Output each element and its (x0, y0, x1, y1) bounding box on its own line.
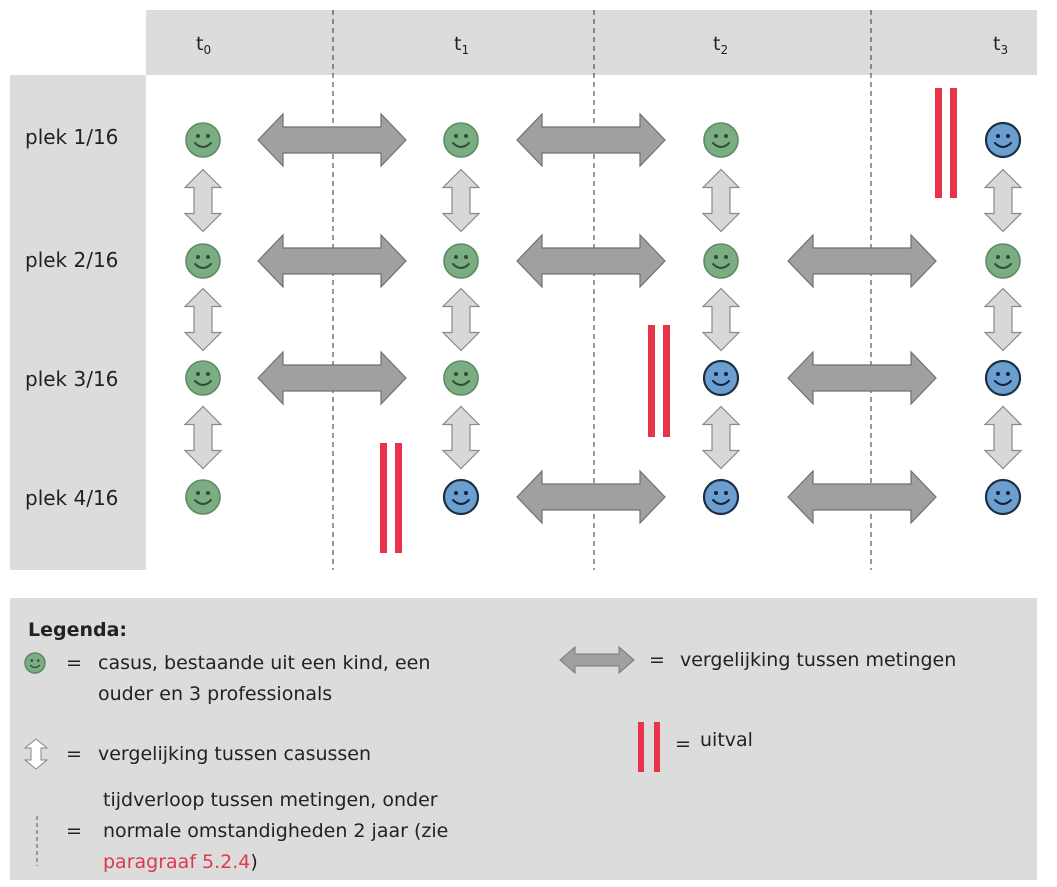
row-label-band (10, 75, 146, 570)
row-label: plek 3/16 (25, 367, 118, 391)
case-smiley-green-icon (185, 243, 221, 279)
case-smiley-blue-icon (702, 359, 740, 397)
case-smiley-green-icon (443, 360, 479, 396)
between-measurements-arrow (787, 233, 937, 289)
time-label-t0: t0 (196, 33, 211, 57)
case-smiley-blue-icon (984, 121, 1022, 159)
between-measurements-arrow (787, 469, 937, 525)
row-label: plek 4/16 (25, 486, 118, 510)
dropout-marker (648, 325, 670, 437)
between-cases-arrow (183, 287, 223, 352)
legend-eq: = (649, 649, 665, 671)
between-measurements-arrow (787, 350, 937, 406)
case-smiley-green-icon (703, 122, 739, 158)
legend-panel (10, 598, 1037, 880)
row-label: plek 1/16 (25, 125, 118, 149)
between-cases-arrow (441, 168, 481, 233)
between-cases-arrow (701, 287, 741, 352)
between-measurements-arrow (516, 233, 666, 289)
between-cases-arrow (183, 168, 223, 233)
case-smiley-green-icon (185, 122, 221, 158)
case-smiley-green-icon (185, 479, 221, 515)
between-cases-arrow (983, 405, 1023, 470)
case-smiley-blue-icon (702, 478, 740, 516)
between-cases-arrow (701, 168, 741, 233)
case-smiley-green-icon (703, 243, 739, 279)
between-measurements-arrow (516, 469, 666, 525)
between-measurements-arrow (257, 112, 407, 168)
case-smiley-blue-icon (984, 478, 1022, 516)
case-smiley-green-icon (443, 122, 479, 158)
legend-case-smiley-icon (24, 652, 46, 674)
legend-eq: = (66, 743, 82, 765)
legend-time-text: paragraaf 5.2.4) (103, 851, 258, 873)
legend-eq: = (675, 733, 691, 755)
legend-time-text: tijdverloop tussen metingen, onder (103, 789, 438, 811)
between-cases-arrow (983, 168, 1023, 233)
case-smiley-green-icon (185, 360, 221, 396)
case-smiley-green-icon (443, 243, 479, 279)
dropout-marker (380, 443, 402, 553)
row-label: plek 2/16 (25, 248, 118, 272)
between-cases-arrow (441, 405, 481, 470)
legend-eq: = (66, 652, 82, 674)
between-cases-arrow (701, 405, 741, 470)
between-measurements-arrow (257, 350, 407, 406)
between-cases-arrow (983, 287, 1023, 352)
legend-time-text: normale omstandigheden 2 jaar (zie (103, 820, 448, 842)
legend-case-text: ouder en 3 professionals (98, 683, 332, 705)
case-smiley-blue-icon (442, 478, 480, 516)
legend-dropout-icon (638, 722, 660, 772)
case-smiley-blue-icon (984, 359, 1022, 397)
between-measurements-arrow (516, 112, 666, 168)
time-label-t1: t1 (454, 33, 469, 57)
legend-between-measurements-text: vergelijking tussen metingen (680, 649, 956, 671)
time-label-t3: t3 (993, 33, 1008, 57)
legend-dropout-text: uitval (700, 729, 753, 751)
legend-eq: = (66, 820, 82, 842)
header-band (146, 10, 1037, 75)
legend-title: Legenda: (28, 619, 127, 641)
legend-vertical-arrow-icon (23, 738, 49, 770)
dropout-marker (935, 88, 957, 198)
case-smiley-green-icon (985, 243, 1021, 279)
legend-double-arrow-icon (559, 645, 635, 675)
between-cases-arrow (441, 287, 481, 352)
paragraph-link[interactable]: paragraaf 5.2.4 (103, 851, 250, 873)
between-cases-arrow (183, 405, 223, 470)
time-label-t2: t2 (713, 33, 728, 57)
legend-case-text: casus, bestaande uit een kind, een (98, 652, 430, 674)
legend-between-cases-text: vergelijking tussen casussen (98, 743, 371, 765)
between-measurements-arrow (257, 233, 407, 289)
